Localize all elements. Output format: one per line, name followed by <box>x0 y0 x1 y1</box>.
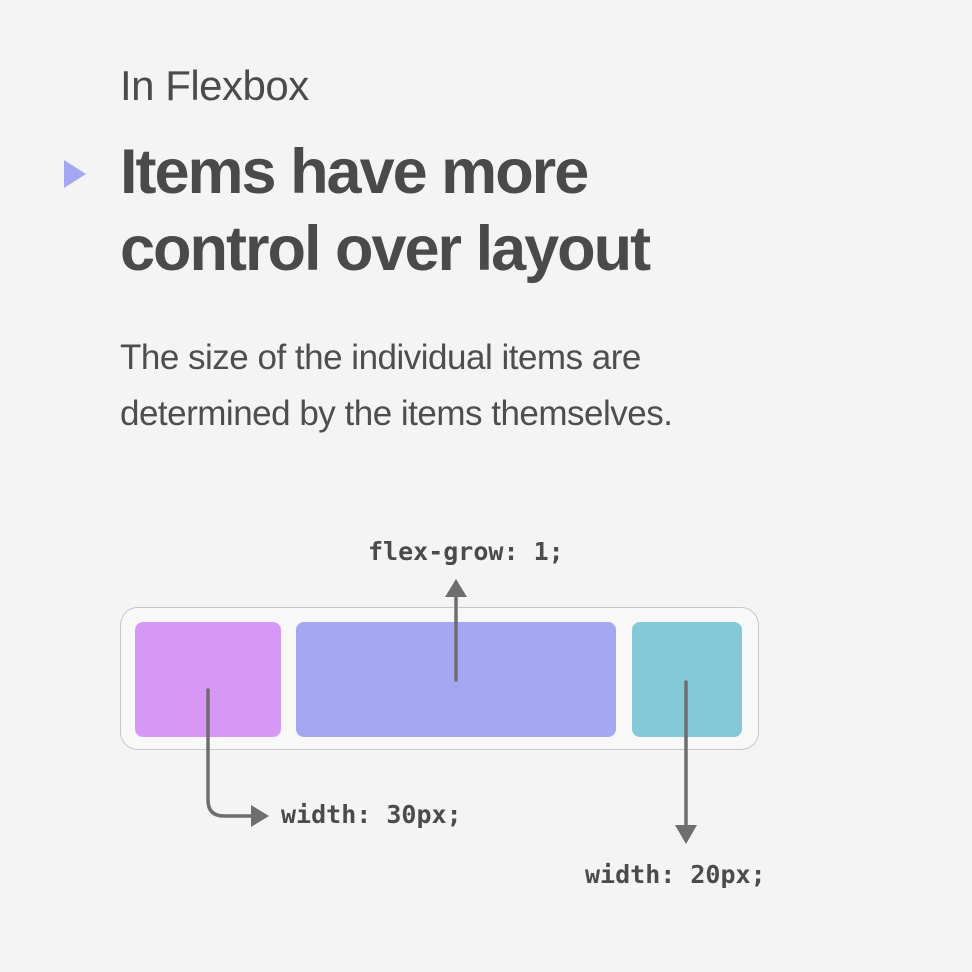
flex-item-1 <box>135 622 281 737</box>
description-line-1: The size of the individual items are <box>120 338 641 377</box>
flex-grow-label: flex-grow: 1; <box>368 537 564 566</box>
width-30-label: width: 30px; <box>281 800 462 829</box>
description-line-2: determined by the items themselves. <box>120 394 673 433</box>
triangle-bullet-icon <box>64 160 86 188</box>
flex-item-3 <box>632 622 742 737</box>
headline-line-2: control over layout <box>120 214 651 284</box>
headline-line-1: Items have more <box>120 137 589 207</box>
headline: Items have more control over layout <box>120 134 651 288</box>
width-20-label: width: 20px; <box>585 860 766 889</box>
kicker-title: In Flexbox <box>120 62 309 109</box>
flex-item-2 <box>296 622 616 737</box>
description: The size of the individual items are det… <box>120 330 673 442</box>
